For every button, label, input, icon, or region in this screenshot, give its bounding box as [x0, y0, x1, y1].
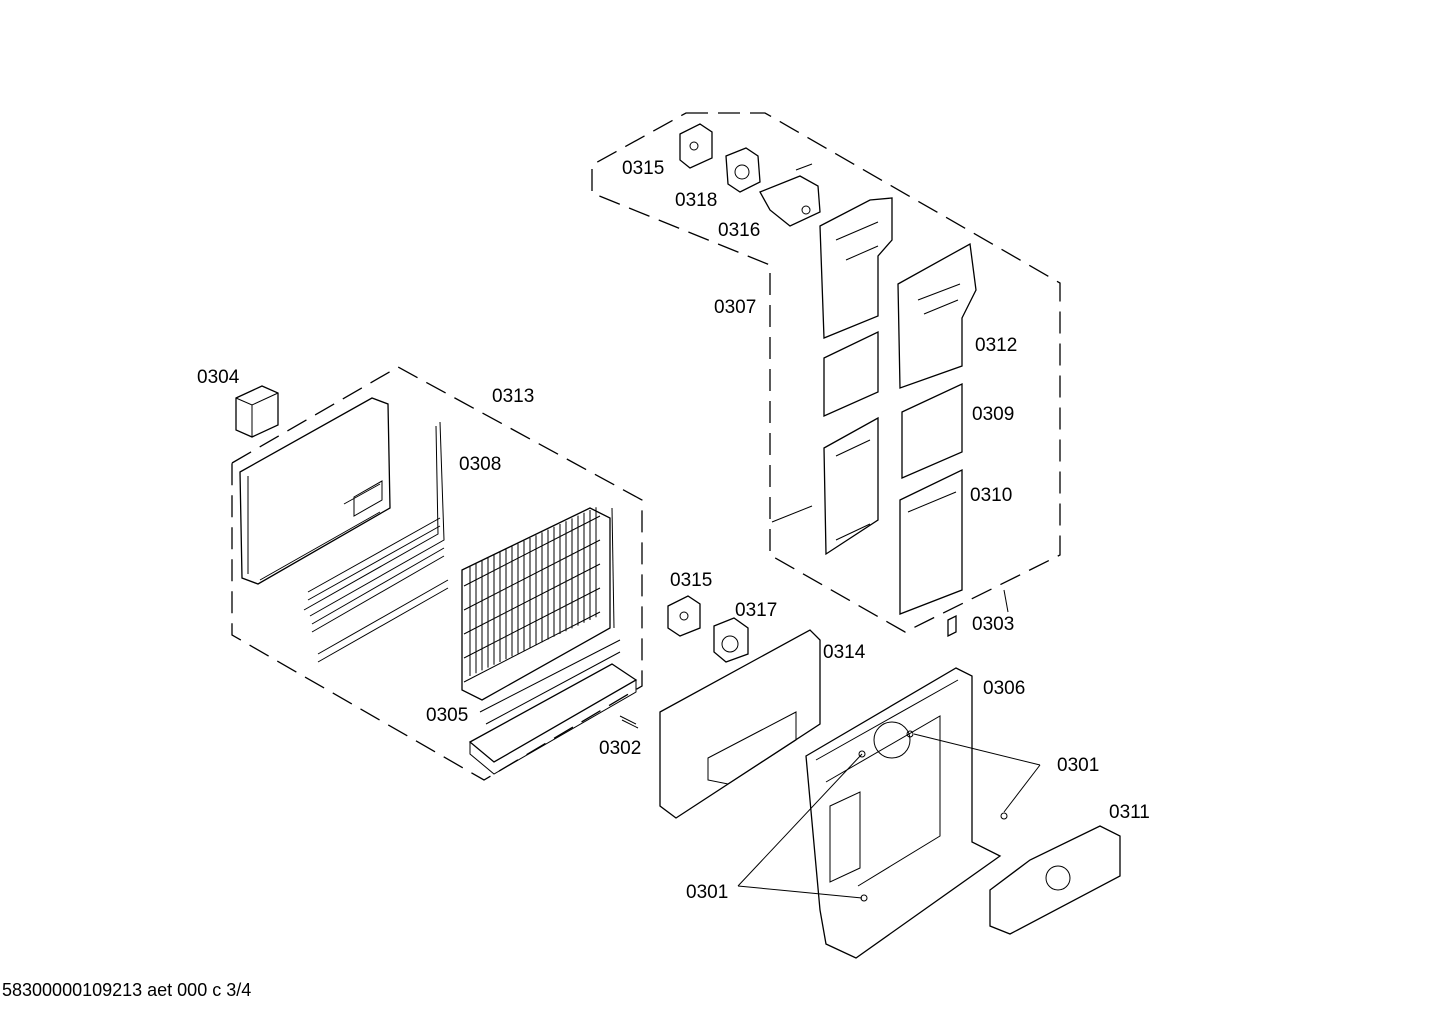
leader-0301-left-b — [737, 885, 863, 899]
label-0305: 0305 — [426, 705, 468, 726]
part-0316-bracket — [759, 163, 821, 227]
part-0312-cover — [897, 242, 977, 389]
leader-0301-right-b — [1003, 764, 1041, 813]
label-0317: 0317 — [735, 600, 777, 621]
label-0316: 0316 — [718, 220, 760, 241]
group-outline-upper — [591, 112, 1061, 633]
label-0313: 0313 — [492, 386, 534, 407]
part-0314-cover — [659, 629, 821, 819]
label-0310: 0310 — [970, 485, 1012, 506]
label-0306: 0306 — [983, 678, 1025, 699]
part-0309-panel — [901, 382, 963, 479]
label-0304: 0304 — [197, 367, 240, 388]
label-0311: 0311 — [1109, 802, 1150, 823]
label-0314: 0314 — [823, 642, 866, 663]
label-0301-left: 0301 — [686, 882, 728, 903]
label-0309: 0309 — [972, 404, 1014, 425]
part-0318-fan-motor — [725, 147, 761, 193]
document-footer: 58300000109213 aet 000 c 3/4 — [2, 980, 252, 1000]
part-0304-bracket — [235, 385, 279, 438]
part-condenser-coil — [461, 507, 615, 701]
label-0315-mid: 0315 — [670, 570, 712, 591]
label-0307: 0307 — [714, 297, 756, 318]
part-0307-duct — [771, 197, 893, 556]
group-outline-left — [231, 366, 643, 781]
label-0318: 0318 — [675, 190, 717, 211]
part-0305-tray — [468, 639, 638, 775]
part-0308-tubes — [303, 421, 449, 663]
part-0311-cover — [989, 825, 1121, 935]
label-0315-top: 0315 — [622, 158, 664, 179]
label-0302: 0302 — [599, 738, 641, 759]
part-0317-fan — [713, 617, 749, 663]
part-0310-panel — [899, 468, 963, 615]
label-0303: 0303 — [972, 614, 1014, 635]
part-0313-panel — [239, 397, 391, 585]
label-0308: 0308 — [459, 454, 501, 475]
part-0303-clip — [947, 589, 1009, 638]
leader-0301-left-a — [737, 753, 863, 887]
part-0302-pin — [619, 715, 639, 729]
part-0315-top-bracket — [679, 123, 713, 169]
label-0301-right: 0301 — [1057, 755, 1099, 776]
leader-0301-right-a — [913, 733, 1041, 766]
part-0315-mid-bracket — [667, 595, 701, 637]
label-0312: 0312 — [975, 335, 1017, 356]
part-0306-housing — [805, 667, 1002, 959]
